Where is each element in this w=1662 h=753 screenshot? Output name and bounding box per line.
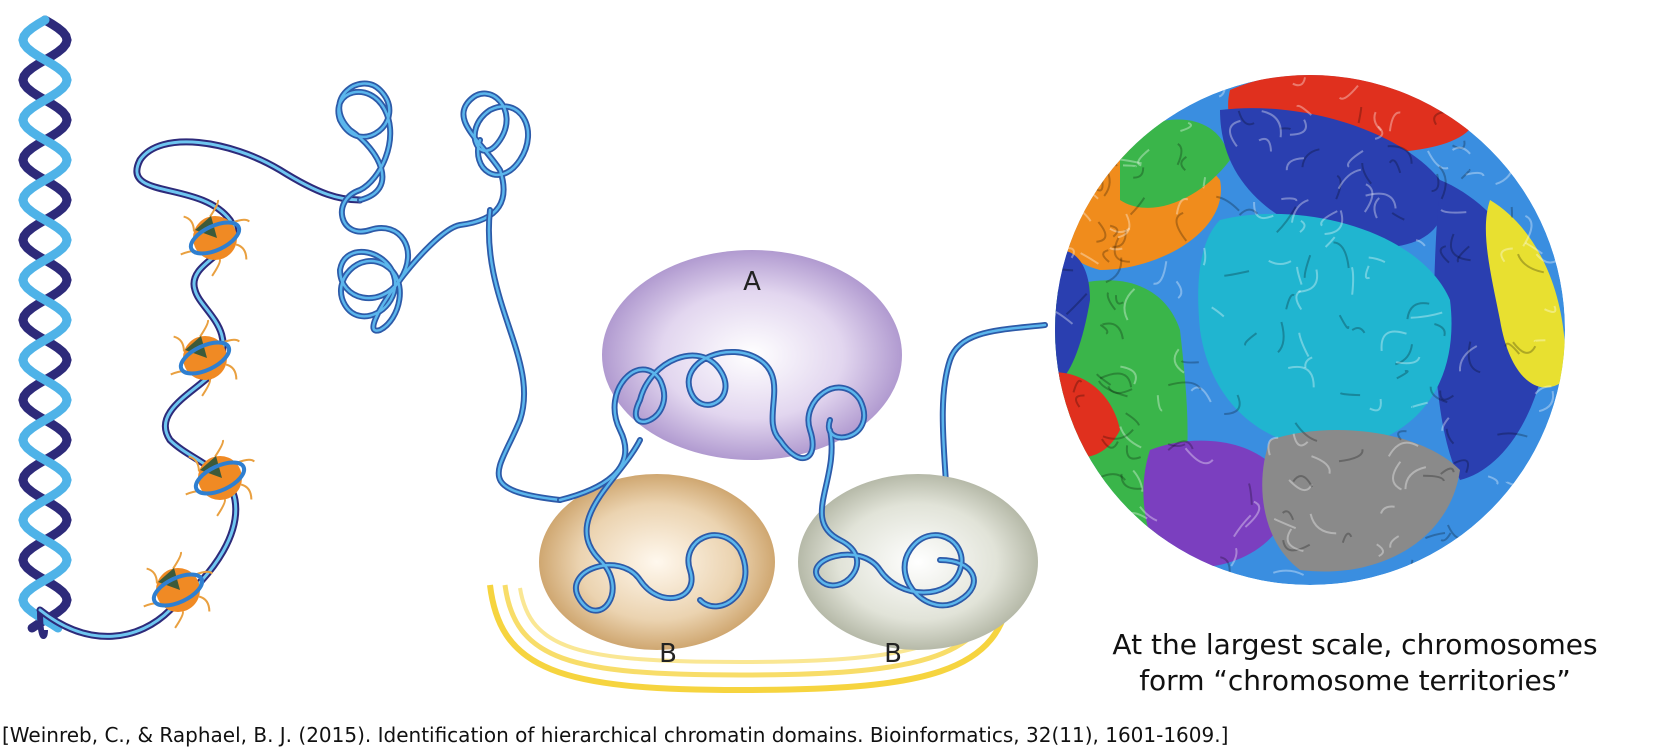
svg-text:B: B xyxy=(884,639,902,669)
nucleosome xyxy=(185,439,255,517)
chromatin-fiber xyxy=(36,138,364,640)
nucleosome xyxy=(170,319,240,397)
citation: [Weinreb, C., & Raphael, B. J. (2015). I… xyxy=(2,723,1229,747)
nucleosome xyxy=(143,551,213,629)
chromosome-territories-sphere xyxy=(1055,75,1565,585)
svg-text:A: A xyxy=(743,267,761,297)
dna-double-helix xyxy=(18,15,72,639)
caption: At the largest scale, chromosomes form “… xyxy=(1095,627,1615,699)
caption-line-2: form “chromosome territories” xyxy=(1139,664,1571,697)
caption-line-1: At the largest scale, chromosomes xyxy=(1112,628,1598,661)
nucleosome-group xyxy=(143,199,255,629)
svg-text:B: B xyxy=(659,639,677,669)
compartment-loops xyxy=(557,349,977,614)
compartment-b-left: B xyxy=(539,474,775,669)
nucleosome xyxy=(180,199,250,277)
compartment-b-right: B xyxy=(798,474,1038,669)
